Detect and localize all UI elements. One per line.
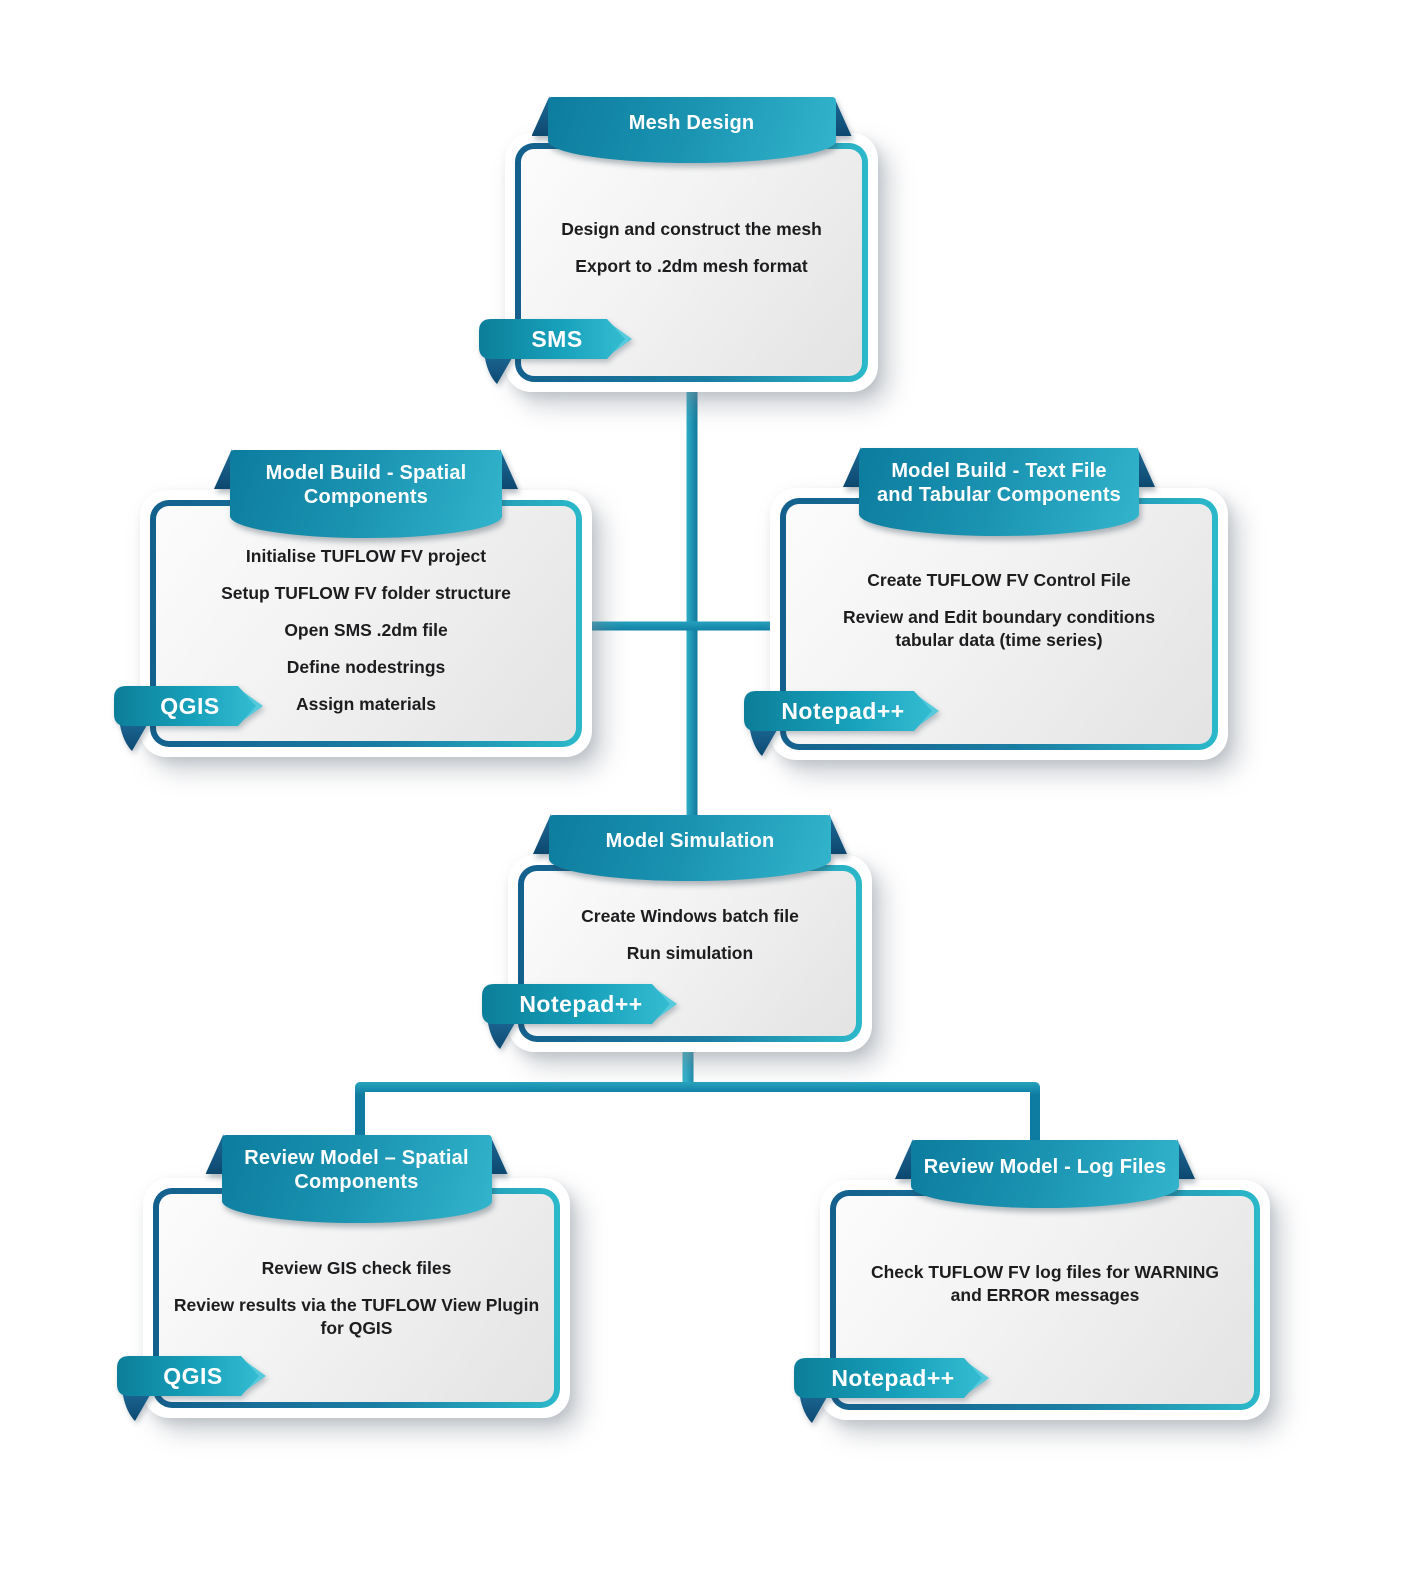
tag-label: QGIS xyxy=(160,692,220,719)
card-model-build-text-tabular: Model Build - Text File and Tabular Comp… xyxy=(744,447,1228,760)
card-line: Initialise TUFLOW FV project xyxy=(245,546,487,566)
card-review-model-spatial: Review Model – Spatial Components Review… xyxy=(117,1134,570,1421)
tag-qgis: QGIS xyxy=(116,1355,268,1425)
card-line: Review results via the TUFLOW View Plugi… xyxy=(173,1294,540,1338)
banner-title: Model Build - Text File and Tabular Comp… xyxy=(876,460,1122,506)
card-line: Review and Edit boundary conditions tabu… xyxy=(842,606,1156,650)
card-text: Create Windows batch file Run simulation xyxy=(534,875,846,1032)
card-text: Review GIS check files Review results vi… xyxy=(169,1198,544,1398)
banner-ribbon: Model Build - Spatial Components xyxy=(230,450,502,538)
banner-review-model-log-files: Review Model - Log Files xyxy=(895,1139,1195,1208)
banner-ribbon: Model Simulation xyxy=(549,815,831,881)
banner-ribbon: Review Model – Spatial Components xyxy=(221,1135,492,1223)
tag-label: Notepad++ xyxy=(781,697,905,724)
card-model-simulation: Model Simulation Create Windows batch fi… xyxy=(482,814,872,1052)
tag-notepad: Notepad++ xyxy=(743,690,941,760)
connector-branch-to-reviews xyxy=(355,1082,1040,1152)
banner-model-simulation: Model Simulation xyxy=(533,814,847,881)
card-text: Create TUFLOW FV Control File Review and… xyxy=(796,508,1202,740)
banner-ribbon: Mesh Design xyxy=(547,97,836,163)
card-line: Run simulation xyxy=(626,942,754,963)
card-text: Initialise TUFLOW FV project Setup TUFLO… xyxy=(166,510,566,737)
card-frame xyxy=(505,133,878,392)
banner-ribbon: Review Model - Log Files xyxy=(911,1140,1179,1208)
tag-qgis: QGIS xyxy=(113,685,265,755)
banner-title: Model Build - Spatial Components xyxy=(265,462,467,508)
tag-ribbon-shape xyxy=(117,1356,266,1421)
tag-notepad: Notepad++ xyxy=(793,1357,991,1427)
card-mesh-design: Mesh Design Design and construct the mes… xyxy=(479,96,878,392)
banner-title: Review Model - Log Files xyxy=(923,1156,1167,1178)
card-line: Check TUFLOW FV log files for WARNING an… xyxy=(870,1262,1220,1305)
card-text: Design and construct the mesh Export to … xyxy=(531,153,852,372)
tag-label: Notepad++ xyxy=(831,1364,955,1391)
tag-ribbon-shape xyxy=(482,984,677,1049)
banner-title: Mesh Design xyxy=(628,112,755,134)
tag-label: SMS xyxy=(531,325,583,352)
card-line: Export to .2dm mesh format xyxy=(575,255,808,276)
card-line: Create TUFLOW FV Control File xyxy=(867,569,1131,590)
banner-ribbon: Model Build - Text File and Tabular Comp… xyxy=(859,448,1139,536)
tag-ribbon-shape xyxy=(479,319,632,384)
tag-label: Notepad++ xyxy=(519,990,643,1017)
card-line: Assign materials xyxy=(295,694,437,714)
tag-label: QGIS xyxy=(163,1362,223,1389)
banner-title: Model Simulation xyxy=(605,830,775,852)
card-line: Design and construct the mesh xyxy=(561,218,822,239)
tag-ribbon-shape xyxy=(114,686,263,751)
tag-notepad: Notepad++ xyxy=(481,983,679,1053)
banner-mesh-design: Mesh Design xyxy=(531,96,852,163)
banner-model-build-text-tabular: Model Build - Text File and Tabular Comp… xyxy=(843,447,1155,536)
banner-review-model-spatial: Review Model – Spatial Components xyxy=(205,1134,508,1223)
card-review-model-log-files: Review Model - Log Files Check TUFLOW FV… xyxy=(794,1139,1270,1423)
tag-sms: SMS xyxy=(478,318,634,388)
card-model-build-spatial: Model Build - Spatial Components Initial… xyxy=(114,449,592,757)
card-line: Define nodestrings xyxy=(286,657,446,677)
card-line: Open SMS .2dm file xyxy=(284,620,448,640)
card-line: Review GIS check files xyxy=(261,1257,452,1278)
banner-title: Review Model – Spatial Components xyxy=(244,1147,469,1193)
tag-ribbon-shape xyxy=(744,691,939,756)
card-line: Setup TUFLOW FV folder structure xyxy=(221,583,511,603)
banner-model-build-spatial: Model Build - Spatial Components xyxy=(214,449,518,538)
card-line: Create Windows batch file xyxy=(581,905,799,926)
tag-ribbon-shape xyxy=(794,1358,989,1423)
card-text: Check TUFLOW FV log files for WARNING an… xyxy=(846,1200,1244,1400)
